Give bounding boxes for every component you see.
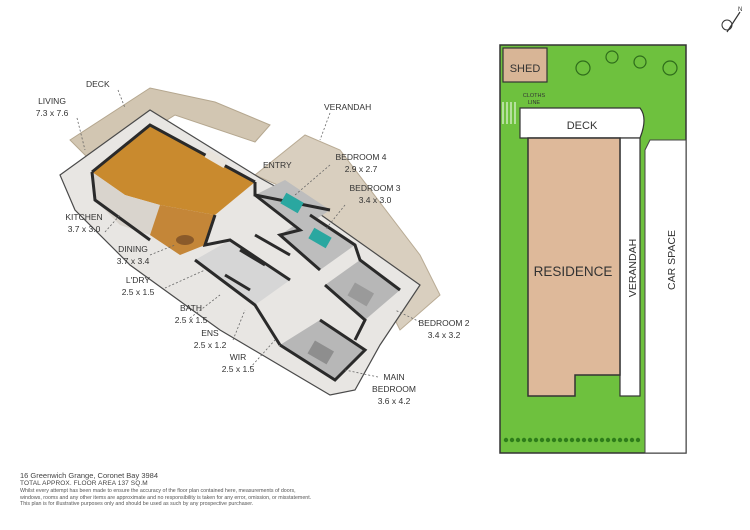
- hedge-dot: [629, 437, 635, 443]
- hedge-dot: [521, 437, 527, 443]
- compass-needle-icon: [726, 11, 741, 33]
- verandah-label: VERANDAH: [324, 102, 371, 112]
- dining-table-icon: [176, 235, 194, 245]
- walls: [90, 123, 401, 382]
- hedge-dot: [635, 437, 641, 443]
- dining-floor: [150, 205, 215, 255]
- hedge-dot: [563, 437, 569, 443]
- footer: 16 Greenwich Grange, Coronet Bay 3984 TO…: [20, 471, 460, 508]
- bedroom2-label: BEDROOM 2: [418, 318, 469, 328]
- car-space-label: CAR SPACE: [666, 230, 678, 290]
- compass-ring-icon: [721, 19, 733, 31]
- main-bedroom-label-1: MAIN: [383, 372, 404, 382]
- tree-icons: [575, 50, 678, 76]
- bed-icon: [307, 340, 335, 365]
- hedge-dot: [515, 437, 521, 443]
- residence-label: RESIDENCE: [534, 264, 613, 279]
- kitchen-floor: [92, 172, 160, 235]
- hedge-dot: [539, 437, 545, 443]
- shed-building: [502, 47, 548, 83]
- living-size: 7.3 x 7.6: [36, 108, 69, 118]
- sofa-icon: [204, 150, 228, 168]
- kitchen-label: KITCHEN: [65, 212, 102, 222]
- bedroom3-label: BEDROOM 3: [349, 183, 400, 193]
- living-floor: [92, 125, 255, 215]
- hedge-dot: [533, 437, 539, 443]
- disclaimer-line-1: Whilst every attempt has been made to en…: [20, 488, 296, 494]
- wir-label: WIR: [230, 352, 247, 362]
- wir-size: 2.5 x 1.5: [222, 364, 255, 374]
- ensuite-label: ENS: [201, 328, 219, 338]
- leader-lines: [76, 89, 421, 378]
- room-labels: DECK LIVING 7.3 x 7.6 VERANDAH ENTRY BED…: [36, 79, 470, 406]
- hedge-dot: [623, 437, 629, 443]
- hedge-dot: [593, 437, 599, 443]
- hedge-dot: [545, 437, 551, 443]
- bedroom3-size: 3.4 x 3.0: [359, 195, 392, 205]
- total-floor-area: TOTAL APPROX. FLOOR AREA 137 SQ.M: [20, 480, 148, 487]
- disclaimer-line-2: windows, rooms and any other items are a…: [20, 494, 312, 501]
- ensuite-size: 2.5 x 1.2: [194, 340, 227, 350]
- compass-north-label: N: [738, 7, 742, 13]
- floor-plan-3d: [59, 87, 441, 396]
- bedroom2-size: 3.4 x 3.2: [428, 330, 461, 340]
- hedge-dot: [599, 437, 605, 443]
- main-bedroom-size: 3.6 x 4.2: [378, 396, 411, 406]
- clothes-line-label-2: LINE: [528, 100, 541, 106]
- deck-label: DECK: [86, 79, 110, 89]
- dining-size: 3.7 x 3.4: [117, 256, 150, 266]
- kitchen-size: 3.7 x 3.0: [68, 224, 101, 234]
- compass: N: [721, 7, 742, 33]
- hedge-dot: [527, 437, 533, 443]
- property-address: 16 Greenwich Grange, Coronet Bay 3984: [20, 471, 158, 480]
- bed-icon: [308, 227, 332, 249]
- bed-icon: [347, 282, 375, 307]
- wet-areas-floor: [195, 240, 290, 305]
- hedge-dot: [605, 437, 611, 443]
- disclaimer: Whilst every attempt has been made to en…: [20, 488, 460, 508]
- bath-label: BATH: [180, 303, 202, 313]
- shed-label: SHED: [510, 63, 541, 75]
- deck-site-label: DECK: [567, 120, 598, 132]
- main-bedroom-label-2: BEDROOM: [372, 384, 416, 394]
- disclaimer-line-3: This plan is for illustrative purposes o…: [20, 501, 254, 508]
- hedge-dot: [581, 437, 587, 443]
- bed-icon: [280, 192, 304, 214]
- verandah-site-label: VERANDAH: [627, 239, 639, 297]
- hedge-dot: [557, 437, 563, 443]
- hedge-dot: [551, 437, 557, 443]
- hedge-dot: [503, 437, 509, 443]
- bedroom4-size: 2.9 x 2.7: [345, 164, 378, 174]
- living-label: LIVING: [38, 96, 66, 106]
- bath-size: 2.5 x 1.5: [175, 315, 208, 325]
- bedroom4-label: BEDROOM 4: [335, 152, 386, 162]
- hedge-dot: [617, 437, 623, 443]
- hedge-dot: [569, 437, 575, 443]
- hedge-dots: [503, 437, 641, 443]
- laundry-label: L'DRY: [126, 275, 150, 285]
- clothes-line-label-1: CLOTHS: [523, 93, 546, 99]
- hedge-dot: [587, 437, 593, 443]
- dining-label: DINING: [118, 244, 148, 254]
- clothes-line-icon: [502, 102, 516, 124]
- hedge-dot: [575, 437, 581, 443]
- site-plan: SHED CLOTHS LINE DECK VERANDAH RESIDENCE…: [499, 44, 687, 454]
- car-space: [644, 139, 687, 454]
- hedge-dot: [509, 437, 515, 443]
- laundry-size: 2.5 x 1.5: [122, 287, 155, 297]
- hedge-dot: [611, 437, 617, 443]
- entry-label: ENTRY: [263, 160, 292, 170]
- residence-building: [527, 137, 621, 397]
